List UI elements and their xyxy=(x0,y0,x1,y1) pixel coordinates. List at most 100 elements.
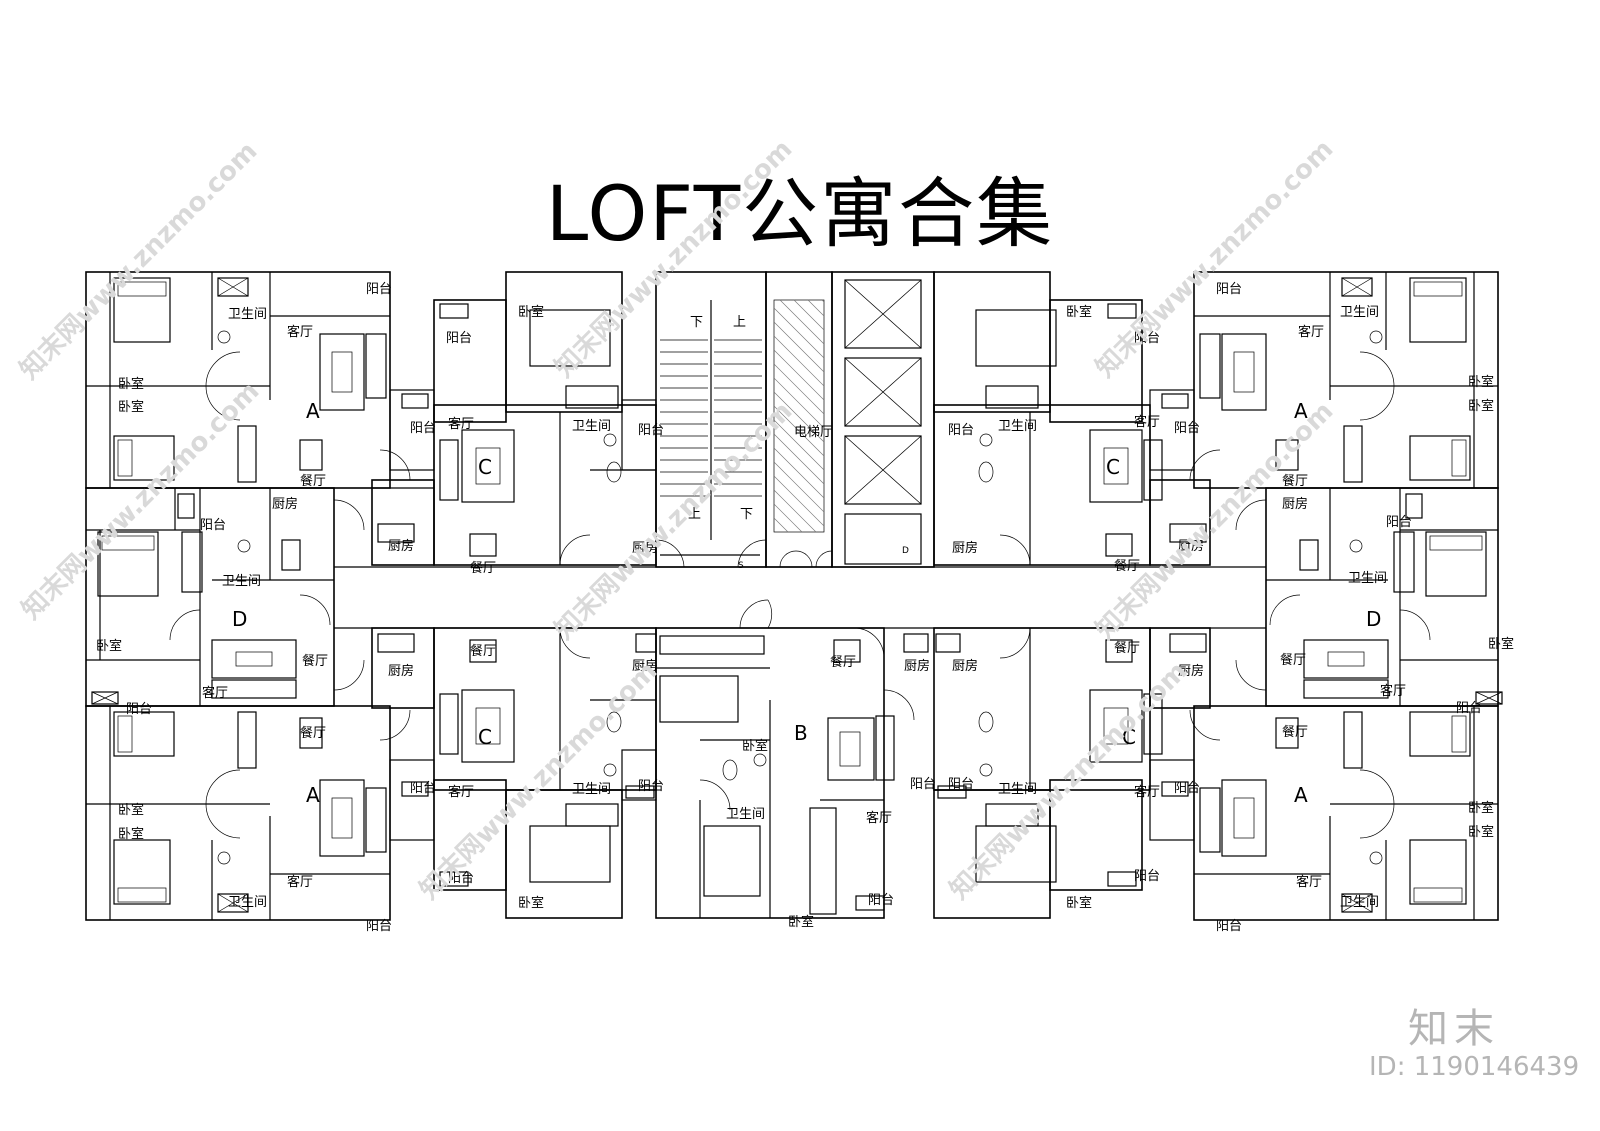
unit-label: C xyxy=(478,725,492,749)
room-label: 阳台 xyxy=(1456,701,1482,716)
room-label: 阳台 xyxy=(366,282,392,297)
room-label: 阳台 xyxy=(948,423,974,438)
room-label: 卫生间 xyxy=(228,895,267,910)
room-label: 厨房 xyxy=(952,658,978,674)
d-mark: D xyxy=(902,546,909,556)
unit-label: C xyxy=(1122,725,1136,749)
door-swings xyxy=(169,351,1431,839)
room-label: 阳台 xyxy=(410,421,436,436)
room-label: 餐厅 xyxy=(302,653,328,669)
room-label: 卧室 xyxy=(1066,304,1092,320)
room-label: 厨房 xyxy=(952,540,978,556)
room-label: 阳台 xyxy=(638,423,664,438)
room-label: 厨房 xyxy=(388,538,414,554)
room-label: 阳台 xyxy=(1174,781,1200,796)
room-label: 厨房 xyxy=(632,658,658,674)
room-label: 卧室 xyxy=(518,304,544,320)
room-label: 客厅 xyxy=(202,685,228,701)
room-label: 卧室 xyxy=(118,399,144,415)
room-label: 厨房 xyxy=(904,658,930,674)
unit-label: C xyxy=(1106,455,1120,479)
room-label: 厨房 xyxy=(1178,538,1204,554)
elevator-hall-pattern xyxy=(773,299,825,533)
unit-label: C xyxy=(478,455,492,479)
room-label: 阳台 xyxy=(1134,331,1160,346)
room-label: 客厅 xyxy=(448,416,474,432)
room-label: 卧室 xyxy=(1066,895,1092,911)
unit-label: A xyxy=(306,783,320,807)
room-label: 卫生间 xyxy=(726,807,765,822)
room-label: 阳台 xyxy=(446,331,472,346)
room-label: 客厅 xyxy=(1296,874,1322,890)
room-label: 卧室 xyxy=(1468,374,1494,390)
room-label: 厨房 xyxy=(388,663,414,679)
image-id: ID: 1190146439 xyxy=(1369,1052,1580,1082)
room-label: 卧室 xyxy=(118,376,144,392)
room-label: 阳台 xyxy=(200,518,226,533)
room-label: 餐厅 xyxy=(1280,652,1306,668)
room-label: 餐厅 xyxy=(1282,724,1308,740)
room-label: 阳台 xyxy=(1216,919,1242,934)
room-label: 卧室 xyxy=(118,826,144,842)
room-label: 卫生间 xyxy=(998,782,1037,797)
room-label: 卧室 xyxy=(1468,800,1494,816)
room-label: 厨房 xyxy=(1178,663,1204,679)
room-label: 阳台 xyxy=(1134,869,1160,884)
room-label: 阳台 xyxy=(1174,421,1200,436)
room-label: 阳台 xyxy=(948,777,974,792)
room-label: 阳台 xyxy=(126,702,152,717)
unit-label: B xyxy=(794,721,808,745)
stair-label: 上 xyxy=(688,507,701,522)
room-label: 阳台 xyxy=(1386,515,1412,530)
room-label: 卫生间 xyxy=(572,782,611,797)
room-label: 卧室 xyxy=(1468,398,1494,414)
room-label: 餐厅 xyxy=(300,473,326,489)
room-label: 卫生间 xyxy=(1348,571,1387,586)
brand-logo: 知末 xyxy=(1408,1006,1500,1052)
room-label: 客厅 xyxy=(287,324,313,340)
room-label: 卧室 xyxy=(118,802,144,818)
stair-label: 上 xyxy=(733,315,746,330)
s-mark: S xyxy=(738,561,744,571)
room-label: 阳台 xyxy=(638,779,664,794)
room-label: 卧室 xyxy=(788,914,814,930)
unit-label: A xyxy=(1294,399,1308,423)
room-label: 卧室 xyxy=(96,638,122,654)
room-label: 餐厅 xyxy=(1282,473,1308,489)
room-label: 电梯厅 xyxy=(794,425,833,440)
room-label: 卧室 xyxy=(518,895,544,911)
room-label: 客厅 xyxy=(1380,683,1406,699)
unit-label: A xyxy=(1294,783,1308,807)
room-label: 客厅 xyxy=(448,784,474,800)
room-label: 厨房 xyxy=(272,496,298,512)
room-label: 阳台 xyxy=(910,777,936,792)
room-label: 卫生间 xyxy=(228,307,267,322)
room-label: 卧室 xyxy=(1488,636,1514,652)
room-label: 卫生间 xyxy=(572,419,611,434)
room-label: 卧室 xyxy=(1468,824,1494,840)
room-label: 阳台 xyxy=(448,871,474,886)
room-label: 客厅 xyxy=(1298,324,1324,340)
room-label: 餐厅 xyxy=(300,725,326,741)
room-label: 阳台 xyxy=(1216,282,1242,297)
room-label: 卫生间 xyxy=(998,419,1037,434)
room-label: 客厅 xyxy=(1134,414,1160,430)
unit-label: A xyxy=(306,399,320,423)
room-label: 餐厅 xyxy=(470,643,496,659)
room-label: 卧室 xyxy=(742,738,768,754)
stair-label: 下 xyxy=(690,315,703,330)
room-label: 餐厅 xyxy=(470,560,496,576)
furniture xyxy=(91,277,1503,915)
walls xyxy=(85,271,1499,921)
unit-label: D xyxy=(232,607,247,631)
room-label: 客厅 xyxy=(287,874,313,890)
room-label: 厨房 xyxy=(1282,496,1308,512)
room-label: 阳台 xyxy=(868,893,894,908)
room-label: 卫生间 xyxy=(1340,305,1379,320)
room-label: 卫生间 xyxy=(222,574,261,589)
unit-labels: A C C A D D C B C A A xyxy=(232,399,1381,807)
room-label: 餐厅 xyxy=(830,654,856,670)
unit-label: D xyxy=(1366,607,1381,631)
room-label: 餐厅 xyxy=(1114,558,1140,574)
